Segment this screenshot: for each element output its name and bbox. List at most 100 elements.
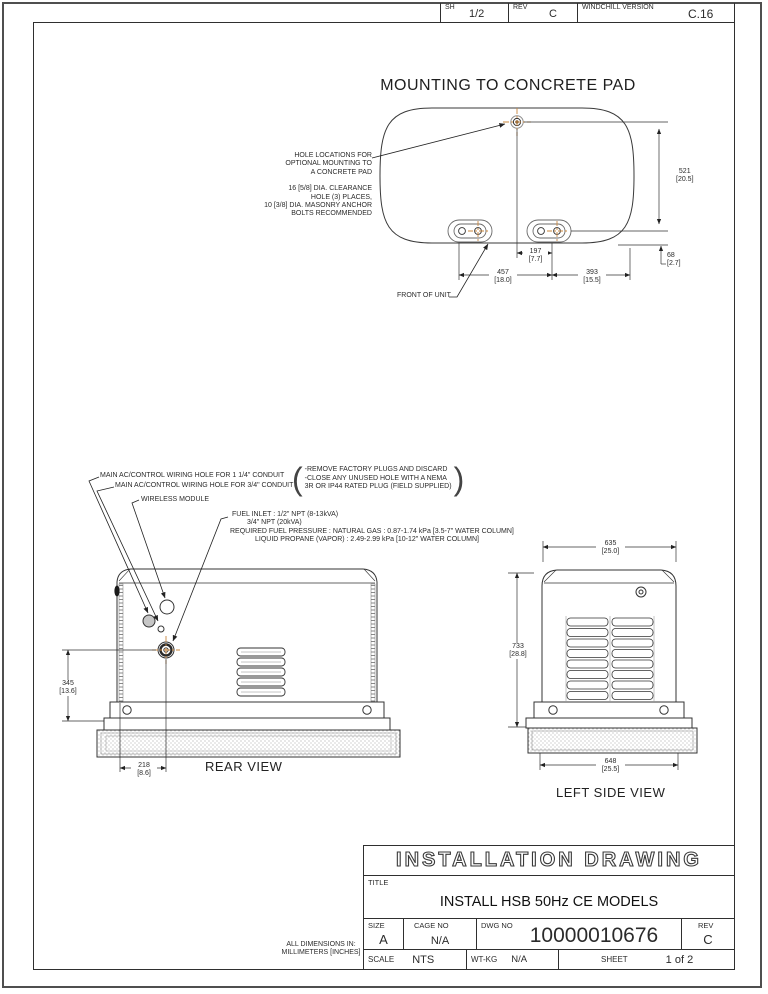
scale-label: SCALE — [368, 955, 395, 964]
note-line: HOLE LOCATIONS FOR — [294, 152, 372, 159]
rear-view-label: REAR VIEW — [205, 759, 283, 774]
paren-close: ) — [453, 461, 465, 497]
dim-pad-height: 521 [20.5] — [676, 168, 694, 184]
dim-pad-right-span: 393 [15.5] — [578, 269, 606, 285]
dim-mm: 733 — [512, 643, 524, 650]
note-line: 10 [3/8] DIA. MASONRY ANCHOR — [264, 201, 372, 209]
side-louver-vent — [565, 616, 655, 701]
dim-side-base-width: 648 [25.5] — [596, 758, 625, 774]
note-line: BOLTS RECOMMENDED — [291, 210, 372, 218]
rear-base — [109, 701, 385, 719]
left-side-view — [508, 541, 698, 770]
sh-value: 1/2 — [469, 8, 485, 20]
scale-cell: SCALE NTS — [364, 950, 467, 969]
rear-latch — [114, 585, 120, 597]
title-block-info-row: SIZE A CAGE NO N/A DWG NO 10000010676 RE… — [364, 919, 734, 950]
windchill-label: WINDCHILL VERSION — [582, 4, 654, 11]
fuel-note: FUEL INLET : 1/2" NPT (8-13kVA) 3/4" NPT… — [229, 511, 514, 545]
dim-side-height: 733 [28.8] — [503, 643, 533, 659]
cage-cell: CAGE NO N/A — [404, 919, 477, 949]
pad-view-title: MOUNTING TO CONCRETE PAD — [380, 77, 636, 94]
note-line: HOLE (3) PLACES, — [310, 193, 372, 201]
dim-mm: 345 — [62, 680, 74, 687]
rear-louver-vent — [236, 647, 286, 697]
rear-base-hole-left — [122, 705, 132, 715]
side-base — [533, 701, 685, 719]
dim-mm: 648 — [604, 758, 617, 765]
rev-cell: REV C — [682, 919, 734, 949]
dwg-label: DWG NO — [481, 921, 513, 930]
weight-value: N/A — [511, 954, 528, 965]
note-line: A CONCRETE PAD — [310, 168, 372, 176]
side-base-hole-right — [659, 705, 669, 715]
paren-open: ( — [292, 461, 303, 497]
dim-in: [25.5] — [601, 765, 620, 773]
pad-right-slot — [526, 219, 572, 243]
pad-hole-note: HOLE LOCATIONS FOR OPTIONAL MOUNTING TO … — [256, 152, 372, 219]
dim-in: [2.7] — [667, 259, 681, 267]
note-line: -REMOVE FACTORY PLUGS AND DISCARD — [304, 465, 448, 473]
dim-pad-left-span: 457 [18.0] — [489, 269, 517, 285]
dim-mm: 457 — [497, 269, 509, 276]
concrete-pad-outline — [379, 107, 635, 244]
note-line: FUEL INLET : 1/2" NPT (8-13kVA) — [232, 511, 339, 518]
size-label: SIZE — [368, 921, 385, 930]
rev-value: C — [549, 8, 557, 20]
dim-in: [20.5] — [676, 175, 694, 183]
title-block-scale-row: SCALE NTS WT-KG N/A SHEET 1 of 2 — [364, 950, 734, 969]
side-enclosure-outline — [541, 569, 677, 702]
plug-note: ( -REMOVE FACTORY PLUGS AND DISCARD -CLO… — [292, 463, 464, 495]
dim-in: [8.6] — [137, 769, 151, 777]
note-line: LIQUID PROPANE (VAPOR) : 2.49-2.99 kPa [… — [255, 536, 479, 544]
note-line: REQUIRED FUEL PRESSURE : NATURAL GAS : 0… — [230, 527, 514, 535]
rev-label: REV — [513, 4, 528, 11]
rev-cell-value: C — [703, 932, 713, 947]
side-skirt — [525, 717, 693, 729]
size-value: A — [379, 932, 388, 947]
pad-leader-lines — [371, 123, 506, 298]
pad-top-hole — [503, 108, 531, 136]
weight-cell: WT-KG N/A — [467, 950, 559, 969]
banner-text: INSTALLATION DRAWING — [395, 848, 702, 871]
rear-right-hinge-strip — [370, 583, 376, 703]
wireless-module-circle — [159, 599, 175, 615]
rear-dimension-lines — [62, 649, 167, 772]
left-side-view-label: LEFT SIDE VIEW — [556, 785, 666, 800]
rear-leader-lines — [88, 476, 229, 642]
side-latch-circle — [635, 586, 647, 598]
cage-value: N/A — [430, 935, 450, 947]
side-base-hole-left — [548, 705, 558, 715]
pad-top-view — [371, 107, 668, 298]
note-line: ALL DIMENSIONS IN: — [286, 941, 356, 948]
windchill-value: C.16 — [688, 7, 714, 21]
size-cell: SIZE A — [364, 919, 404, 949]
header-cell-windchill: WINDCHILL VERSION C.16 — [577, 3, 735, 22]
dim-rear-offset: 218 [8.6] — [131, 762, 157, 778]
dim-pad-center-offset: 197 [7.7] — [523, 248, 548, 264]
fuel-inlet-target — [152, 636, 180, 664]
dim-in: [15.5] — [583, 276, 601, 284]
callout-conduit-small: MAIN AC/CONTROL WIRING HOLE FOR 3/4" CON… — [115, 482, 294, 489]
plug-note-lines: -REMOVE FACTORY PLUGS AND DISCARD -CLOSE… — [305, 466, 452, 492]
title-block-banner-row: INSTALLATION DRAWING — [364, 846, 734, 876]
dim-mm: 635 — [604, 540, 617, 547]
sheet-value: 1 of 2 — [665, 953, 694, 966]
dim-side-width: 635 [25.0] — [596, 540, 625, 556]
dim-in: [7.7] — [528, 255, 543, 263]
sheet-cell: SHEET 1 of 2 — [559, 950, 734, 969]
rear-view — [62, 476, 401, 772]
front-of-unit-label: FRONT OF UNIT — [397, 292, 451, 299]
dim-mm: 393 — [586, 269, 598, 276]
sh-label: SH — [445, 4, 455, 11]
side-latch-inner — [638, 589, 644, 595]
header-cell-sh: SH 1/2 — [440, 3, 508, 22]
dwg-cell: DWG NO 10000010676 — [477, 919, 682, 949]
dim-rear-height: 345 [13.6] — [52, 680, 84, 696]
dim-in: [13.6] — [59, 687, 77, 695]
side-concrete-pad — [527, 727, 698, 754]
callout-wireless: WIRELESS MODULE — [141, 496, 210, 503]
cage-label: CAGE NO — [414, 921, 449, 930]
